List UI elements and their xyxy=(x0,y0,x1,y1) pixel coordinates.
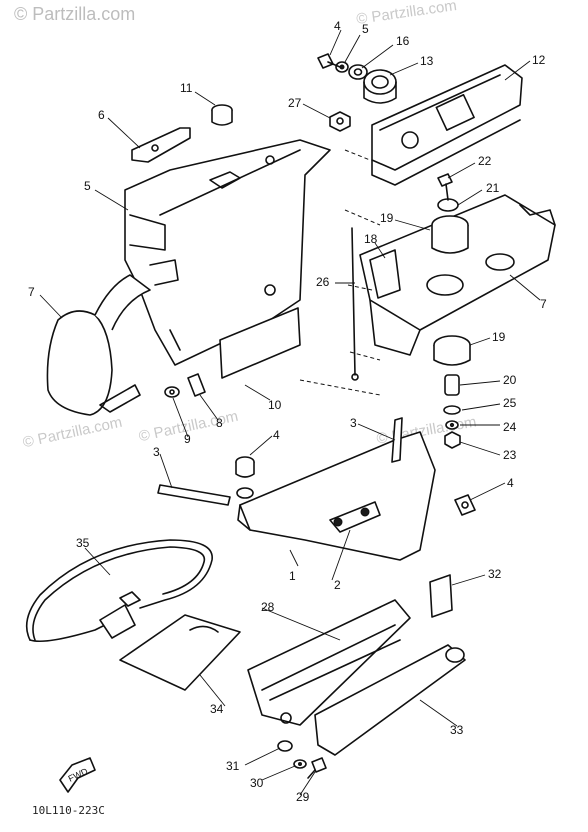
clip-part-8[interactable] xyxy=(187,373,206,397)
callout-19: 19 xyxy=(380,211,394,225)
callout-34: 34 xyxy=(210,702,224,716)
callout-2: 2 xyxy=(334,578,341,592)
callout-19: 19 xyxy=(492,330,506,344)
callout-7: 7 xyxy=(540,297,547,311)
cover-part-34[interactable] xyxy=(119,614,241,691)
callout-11: 11 xyxy=(180,81,193,95)
hose-part-35[interactable] xyxy=(25,539,213,643)
callout-1: 1 xyxy=(289,569,296,583)
damper-part-13[interactable] xyxy=(363,69,397,104)
callout-10: 10 xyxy=(268,398,282,412)
callout-21: 21 xyxy=(486,181,500,195)
callout-20: 20 xyxy=(503,373,517,387)
alignment-line xyxy=(299,379,381,396)
washer-part-24[interactable] xyxy=(445,420,459,430)
callout-3: 3 xyxy=(350,416,357,430)
callout-6: 6 xyxy=(98,108,105,122)
callout-7: 7 xyxy=(28,285,35,299)
damper-part-19-top[interactable] xyxy=(431,215,469,254)
battery-box-part-7-right[interactable] xyxy=(359,194,556,356)
callout-22: 22 xyxy=(478,154,492,168)
washer-part-31[interactable] xyxy=(277,740,293,752)
collar-part-20[interactable] xyxy=(444,374,460,396)
washer-part-30[interactable] xyxy=(293,759,307,769)
nut-part-27[interactable] xyxy=(329,111,351,132)
alignment-line xyxy=(349,351,381,361)
battery-case-part-12[interactable] xyxy=(371,64,523,186)
stay-part-3-top[interactable] xyxy=(391,417,403,463)
grommet-part-4-right[interactable] xyxy=(454,494,476,516)
bolt-part-4-top[interactable] xyxy=(317,53,341,69)
bolt-part-22[interactable] xyxy=(437,173,453,201)
callouts: 4 5 16 13 12 11 27 6 5 7 22 21 19 18 26 … xyxy=(28,19,547,804)
collar-part-16[interactable] xyxy=(348,64,368,80)
emblem-part-2[interactable] xyxy=(329,501,381,533)
diagram-code: 10L110-223C xyxy=(32,804,105,817)
callout-32: 32 xyxy=(488,567,502,581)
callout-4: 4 xyxy=(507,476,514,490)
bracket-part-18[interactable] xyxy=(369,249,401,299)
callout-23: 23 xyxy=(503,448,517,462)
alignment-line xyxy=(344,149,371,161)
callout-12: 12 xyxy=(532,53,546,67)
damper-part-19-bottom[interactable] xyxy=(433,335,471,366)
tool-bag-part-33[interactable] xyxy=(314,644,466,756)
duct-cover-part-7-left[interactable] xyxy=(46,274,151,416)
callout-26: 26 xyxy=(316,275,330,289)
plate-part-10[interactable] xyxy=(219,307,301,379)
callout-29: 29 xyxy=(296,790,310,804)
washer-part-5-top[interactable] xyxy=(335,61,349,73)
callout-35: 35 xyxy=(76,536,90,550)
callout-4: 4 xyxy=(334,19,341,33)
grommet-part-9[interactable] xyxy=(164,386,180,398)
callout-9: 9 xyxy=(184,432,191,446)
side-cover-part-1[interactable] xyxy=(237,431,436,561)
grommet-part-11[interactable] xyxy=(211,104,233,126)
pad-part-32[interactable] xyxy=(429,574,453,618)
callout-27: 27 xyxy=(288,96,302,110)
callout-13: 13 xyxy=(420,54,434,68)
leader-lines xyxy=(39,29,541,796)
callout-18: 18 xyxy=(364,232,378,246)
screw-part-29[interactable] xyxy=(307,757,327,779)
callout-4: 4 xyxy=(273,428,280,442)
callout-5: 5 xyxy=(362,22,369,36)
toolbox-part-28[interactable] xyxy=(247,599,411,726)
callout-24: 24 xyxy=(503,420,517,434)
callout-16: 16 xyxy=(396,34,410,48)
grommet-part-4-under[interactable] xyxy=(236,487,254,499)
callout-3: 3 xyxy=(153,445,160,459)
alignment-line xyxy=(344,209,381,226)
callout-25: 25 xyxy=(503,396,517,410)
long-bolt-part-26[interactable] xyxy=(351,227,359,381)
callout-30: 30 xyxy=(250,776,264,790)
bracket-part-6[interactable] xyxy=(131,127,191,163)
nut-part-23[interactable] xyxy=(444,431,461,449)
callout-28: 28 xyxy=(261,600,275,614)
washer-part-25[interactable] xyxy=(443,405,461,415)
callout-33: 33 xyxy=(450,723,464,737)
fwd-arrow-icon: FWD xyxy=(59,757,96,793)
callout-31: 31 xyxy=(226,759,240,773)
grommet-part-4-mid[interactable] xyxy=(235,456,255,478)
callout-5: 5 xyxy=(84,179,91,193)
stay-part-3-left[interactable] xyxy=(157,484,231,506)
callout-8: 8 xyxy=(216,416,223,430)
